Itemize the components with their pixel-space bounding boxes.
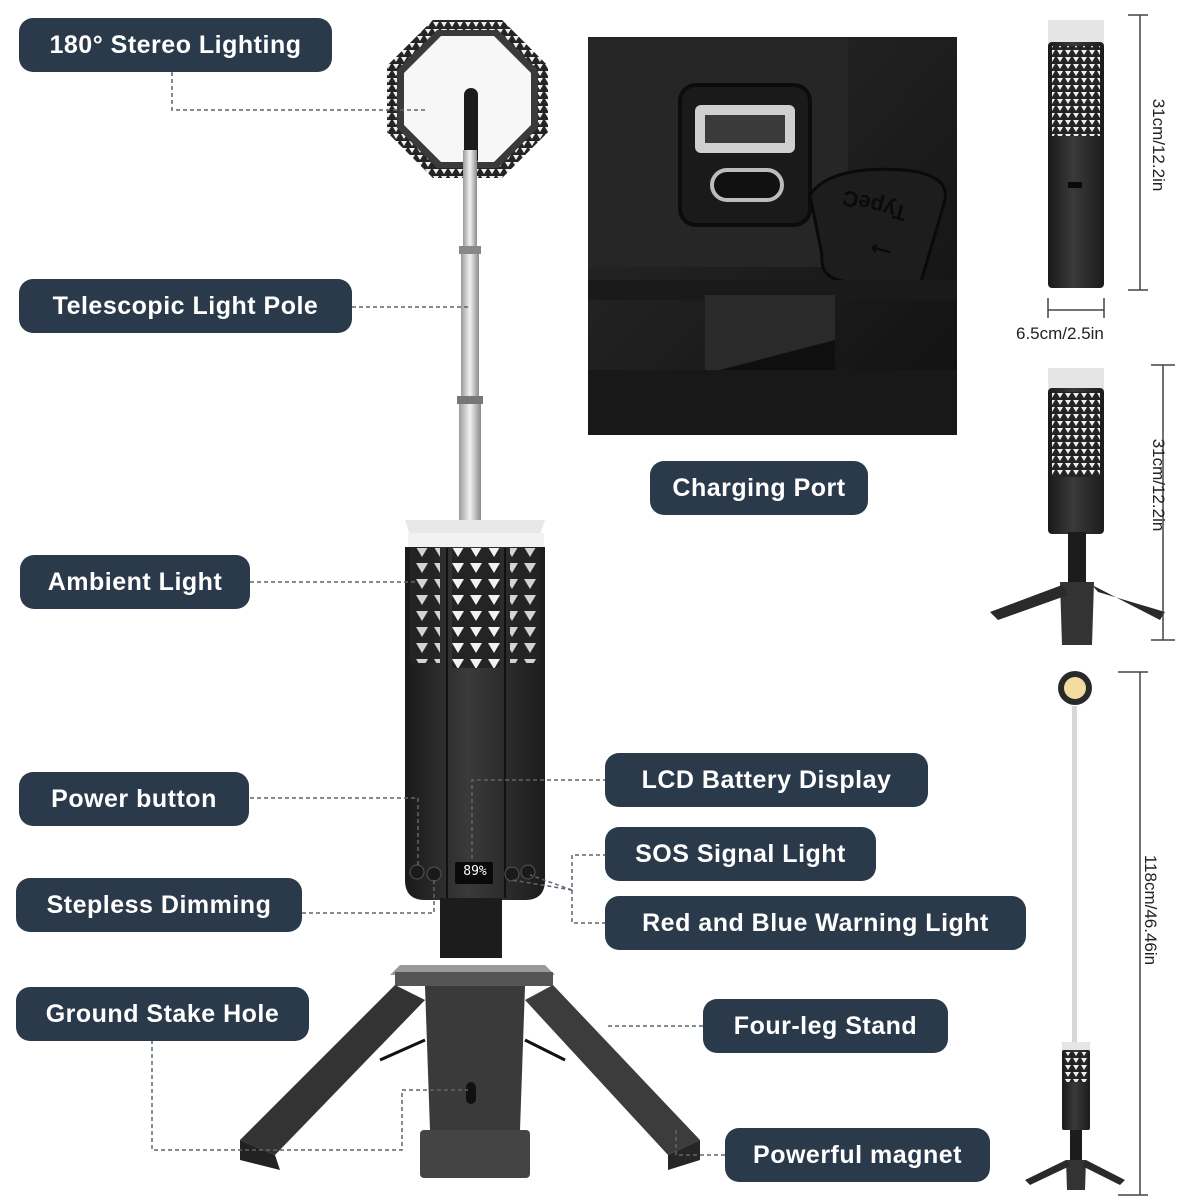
lcd-reading: 89% <box>463 864 487 879</box>
label-ambient-light: Ambient Light <box>20 555 250 609</box>
label-charging-port: Charging Port <box>650 461 868 515</box>
dimension-height-extended: 118cm/46.46in <box>1141 854 1160 966</box>
dimension-lines <box>1047 14 1175 1196</box>
dimension-width: 6.5cm/2.5in <box>1016 324 1104 343</box>
label-sos-signal-light: SOS Signal Light <box>605 827 876 881</box>
label-powerful-magnet: Powerful magnet <box>725 1128 990 1182</box>
dimension-height-closed: 31cm/12.2in <box>1149 98 1168 192</box>
octagon-lamp-head <box>387 20 548 178</box>
lamp-body <box>405 520 545 900</box>
closed-lamp-small <box>1048 20 1104 288</box>
telescopic-pole <box>457 150 483 525</box>
label-ground-stake-hole: Ground Stake Hole <box>16 987 309 1041</box>
stand-lamp-small <box>990 368 1165 645</box>
label-stereo-lighting: 180° Stereo Lighting <box>19 18 332 72</box>
label-stepless-dimming: Stepless Dimming <box>16 878 302 932</box>
charging-port-photo <box>588 37 957 435</box>
extended-lamp-small <box>1025 671 1125 1190</box>
leader-lines <box>151 72 725 1156</box>
label-telescopic-pole: Telescopic Light Pole <box>19 279 352 333</box>
dimension-height-stand: 31cm/12.2in <box>1149 438 1168 532</box>
label-red-blue-warning: Red and Blue Warning Light <box>605 896 1026 950</box>
four-leg-stand-drawing <box>240 898 700 1178</box>
label-four-leg-stand: Four-leg Stand <box>703 999 948 1053</box>
label-lcd-battery-display: LCD Battery Display <box>605 753 928 807</box>
label-power-button: Power button <box>19 772 249 826</box>
